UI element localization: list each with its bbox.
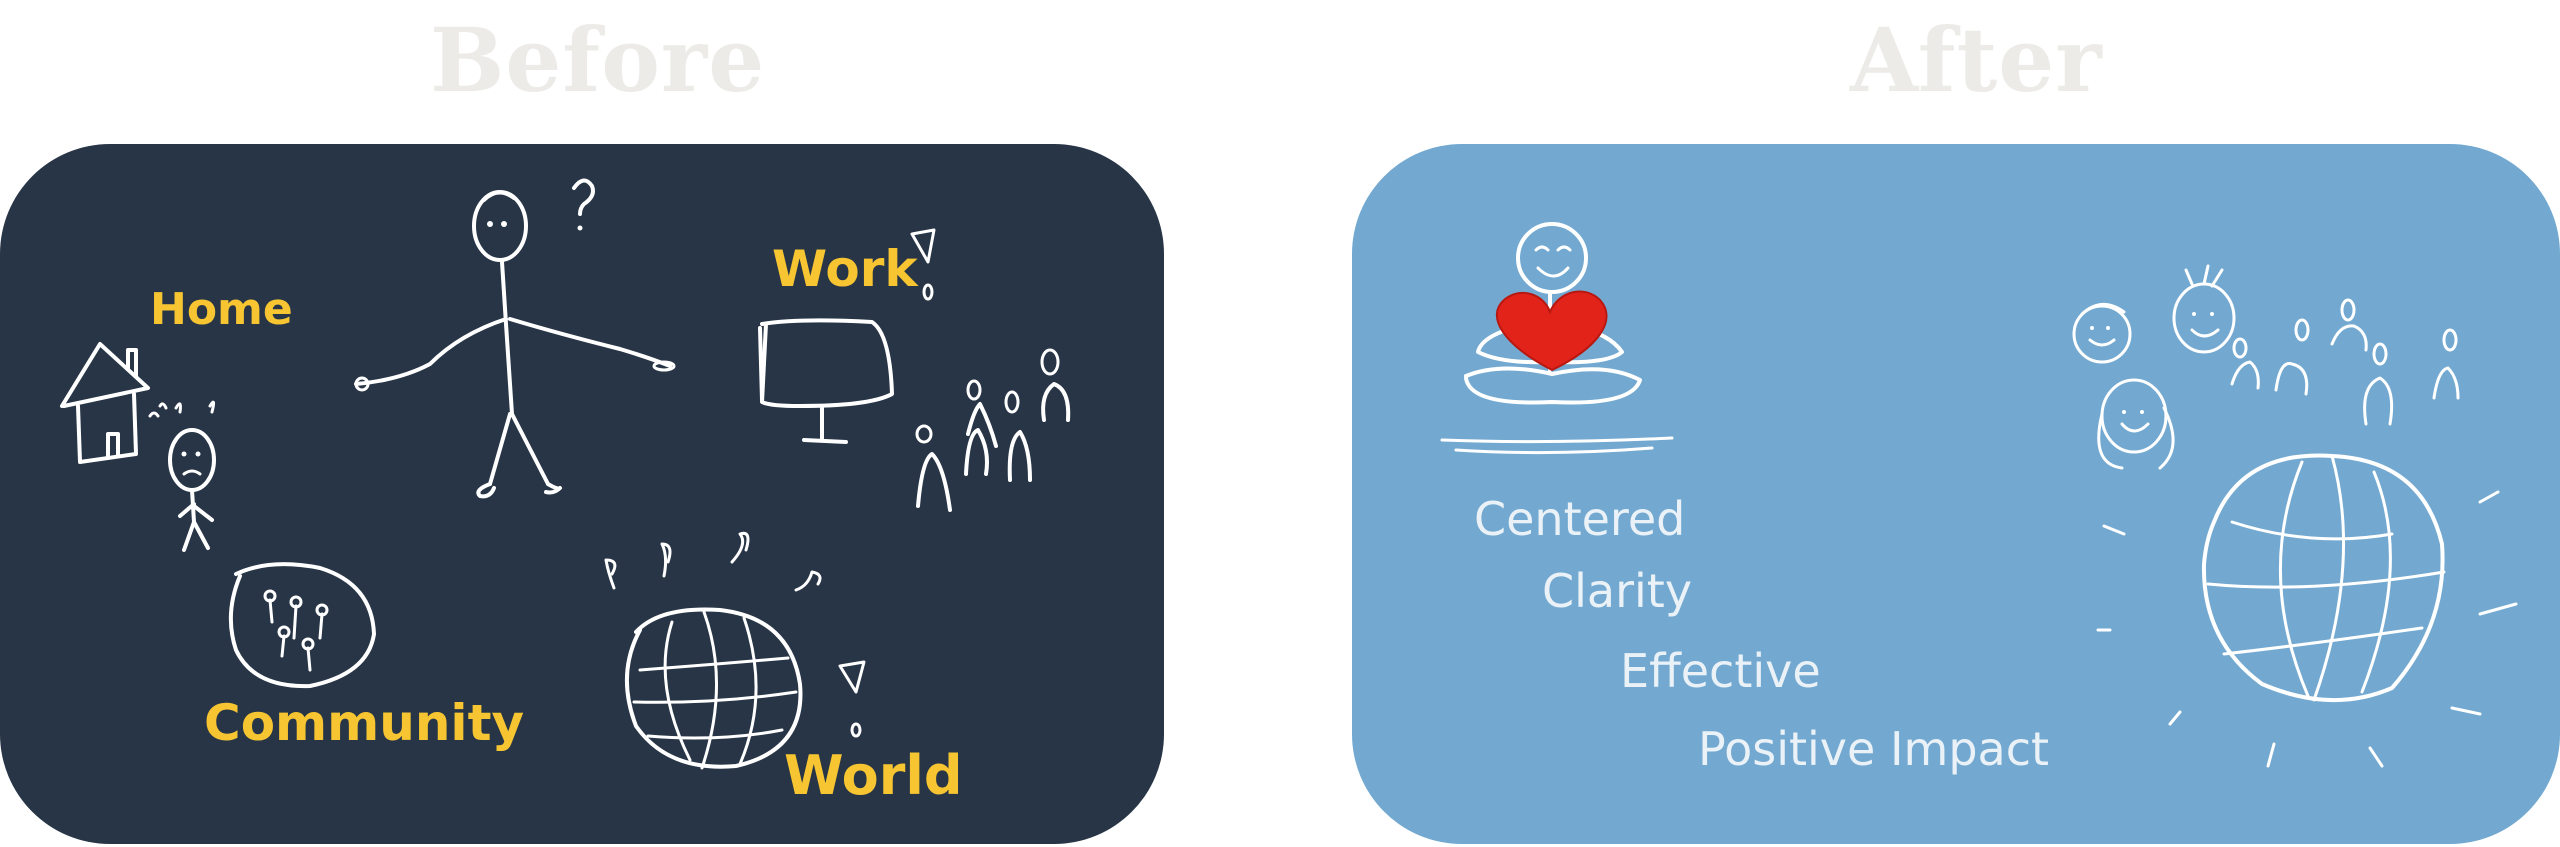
- heart-icon: [1495, 290, 1608, 372]
- house-icon: [60, 342, 168, 464]
- before-panel: Home Work Community World: [0, 144, 1164, 844]
- label-positive-impact: Positive Impact: [1698, 722, 2050, 776]
- label-world: World: [784, 744, 963, 807]
- after-illustration: [1440, 222, 2518, 768]
- meditating-person-with-heart-icon: [1440, 222, 1674, 455]
- after-panel: Centered Clarity Effective Positive Impa…: [1352, 144, 2560, 844]
- after-heading: After: [1850, 8, 2103, 112]
- crowd-icon: [2230, 298, 2460, 426]
- crowd-icon: [915, 348, 1071, 512]
- confused-stick-figure-icon: [354, 178, 676, 499]
- radiant-globe-icon: [2096, 453, 2518, 768]
- computer-monitor-icon: [758, 228, 936, 444]
- happy-faces-icon: [2072, 264, 2236, 470]
- label-effective: Effective: [1620, 644, 1821, 698]
- confused-globe-icon: [604, 531, 866, 770]
- label-clarity: Clarity: [1542, 564, 1693, 618]
- worried-person-icon: [168, 400, 216, 552]
- before-illustration: [60, 178, 1071, 770]
- label-community: Community: [204, 694, 525, 752]
- label-centered: Centered: [1474, 492, 1686, 546]
- label-work: Work: [772, 240, 918, 298]
- before-heading: Before: [430, 8, 766, 112]
- label-home: Home: [150, 284, 293, 335]
- community-circle-icon: [228, 562, 376, 689]
